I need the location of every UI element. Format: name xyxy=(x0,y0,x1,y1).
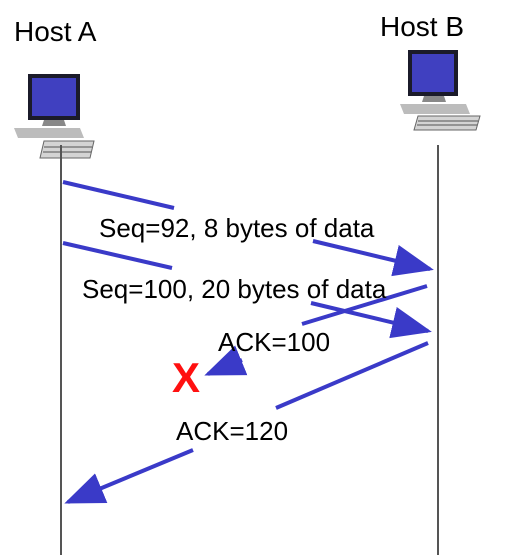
host-b-computer-icon xyxy=(400,50,481,131)
seq92-label: Seq=92, 8 bytes of data xyxy=(99,213,375,243)
ack120-arrow xyxy=(64,448,194,504)
seq92-arrow-start xyxy=(62,180,175,210)
loss-marker-icon: X xyxy=(172,354,200,401)
host-b-label: Host B xyxy=(380,11,464,42)
seq100-arrow xyxy=(310,301,432,339)
ack120-label: ACK=120 xyxy=(176,416,288,446)
seq100-label: Seq=100, 20 bytes of data xyxy=(82,274,387,304)
host-a-computer-icon xyxy=(14,74,95,159)
host-a-label: Host A xyxy=(14,16,97,47)
seq100-arrow-start xyxy=(62,241,173,270)
ack120-arrow-start xyxy=(275,341,429,410)
ack100-arrow-start xyxy=(301,284,428,326)
ack100-label: ACK=100 xyxy=(218,327,330,357)
ack100-arrow xyxy=(204,345,248,376)
seq92-arrow xyxy=(312,239,434,277)
